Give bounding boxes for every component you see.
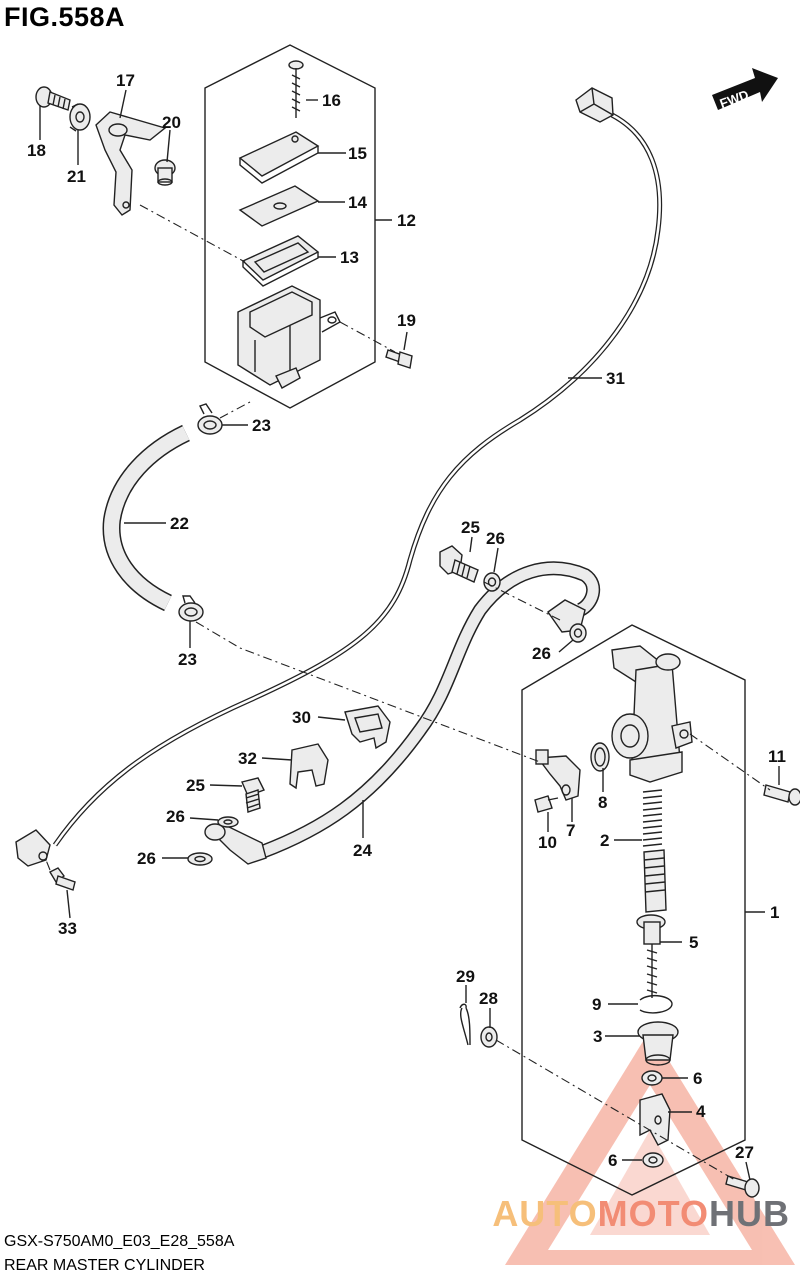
callout-12: 12: [397, 211, 416, 230]
callout-4: 4: [696, 1102, 706, 1121]
part-14-plate: [238, 185, 320, 227]
part-6-nuts: [641, 1070, 664, 1168]
part-10-screw: [534, 795, 559, 813]
callout-leaders: [39, 89, 780, 1181]
callout-32: 32: [238, 749, 257, 768]
part-25-union-bolt-upper: [439, 545, 479, 583]
part-1-master-cylinder: [611, 645, 693, 783]
part-7-joint: [535, 749, 581, 801]
part-11-bolt: [763, 784, 800, 806]
part-17-bracket: [95, 111, 167, 216]
callout-17: 17: [116, 71, 135, 90]
callout-10: 10: [538, 833, 557, 852]
part-12-reservoir-body: [237, 285, 341, 389]
callout-31: 31: [606, 369, 625, 388]
figure-caption: REAR MASTER CYLINDER: [4, 1257, 205, 1274]
part-19-bolt: [385, 349, 413, 369]
callout-26d: 26: [137, 849, 156, 868]
part-3-boot: [637, 1021, 679, 1066]
part-21-grommet: [69, 103, 91, 132]
part-16-screw: [288, 60, 304, 118]
callout-29: 29: [456, 967, 475, 986]
part-15-cap: [238, 131, 320, 184]
callout-8: 8: [598, 793, 607, 812]
figure-code: GSX-S750AM0_E03_E28_558A: [4, 1233, 235, 1250]
callout-6a: 6: [693, 1069, 702, 1088]
callout-labels: 1 2 3 4 5 6 6 7 8 9 10 11 12 13 14 15 16…: [27, 71, 786, 1170]
callout-5: 5: [689, 933, 698, 952]
callout-26c: 26: [166, 807, 185, 826]
part-23-clamp-lower: [178, 595, 204, 622]
callout-26b: 26: [532, 644, 551, 663]
callout-14: 14: [348, 193, 367, 212]
watermark-triangle: [505, 1030, 795, 1265]
callout-15: 15: [348, 144, 367, 163]
callout-25a: 25: [461, 518, 480, 537]
watermark-brand: AUTOMOTOHUB: [492, 1193, 790, 1234]
part-30-clamp: [344, 705, 391, 750]
callout-3: 3: [593, 1027, 602, 1046]
callout-19: 19: [397, 311, 416, 330]
callout-9: 9: [592, 995, 601, 1014]
callout-16: 16: [322, 91, 341, 110]
part-23-clamp-upper: [197, 403, 223, 435]
callout-18: 18: [27, 141, 46, 160]
part-26-washers: [187, 572, 587, 866]
callout-26a: 26: [486, 529, 505, 548]
callout-11: 11: [768, 747, 786, 766]
callout-2: 2: [600, 831, 609, 850]
callout-27: 27: [735, 1143, 754, 1162]
callout-28: 28: [479, 989, 498, 1008]
alignment-lines: [45, 204, 771, 1181]
part-22-reservoir-hose: [102, 424, 190, 612]
part-32-clip: [289, 743, 329, 790]
callout-24: 24: [353, 841, 372, 860]
callout-33: 33: [58, 919, 77, 938]
part-33-bolt: [49, 867, 76, 891]
fwd-label: FWD: [718, 87, 751, 111]
callout-23b: 23: [178, 650, 197, 669]
figure-title: FIG.558A: [4, 2, 126, 32]
part-9-circlip: [639, 994, 673, 1014]
part-25-union-bolt-lower: [241, 777, 265, 813]
part-5-push-rod: [636, 914, 666, 998]
callout-7: 7: [566, 821, 575, 840]
part-18-bolt: [35, 86, 71, 111]
part-2-piston-set: [642, 789, 667, 913]
part-24-brake-hose: [204, 561, 601, 865]
part-4-clevis: [639, 1093, 671, 1146]
callout-6b: 6: [608, 1151, 617, 1170]
part-27-pin: [725, 1175, 760, 1198]
part-13-diaphragm: [241, 235, 320, 287]
callout-13: 13: [340, 248, 359, 267]
callout-22: 22: [170, 514, 189, 533]
part-31-brake-switch-cable: [15, 87, 663, 867]
callout-25b: 25: [186, 776, 205, 795]
fwd-arrow-icon: FWD: [712, 68, 778, 111]
part-20-collar: [154, 159, 176, 186]
callout-21: 21: [67, 167, 86, 186]
reservoir-kit-frame: [204, 44, 376, 409]
part-28-washer: [480, 1026, 498, 1048]
callout-23a: 23: [252, 416, 271, 435]
callout-20: 20: [162, 113, 181, 132]
callout-30: 30: [292, 708, 311, 727]
part-29-cotter-pin: [459, 1003, 471, 1046]
callout-1: 1: [770, 903, 779, 922]
master-cylinder-kit-frame: [521, 624, 746, 1196]
part-8-o-ring: [590, 742, 610, 772]
